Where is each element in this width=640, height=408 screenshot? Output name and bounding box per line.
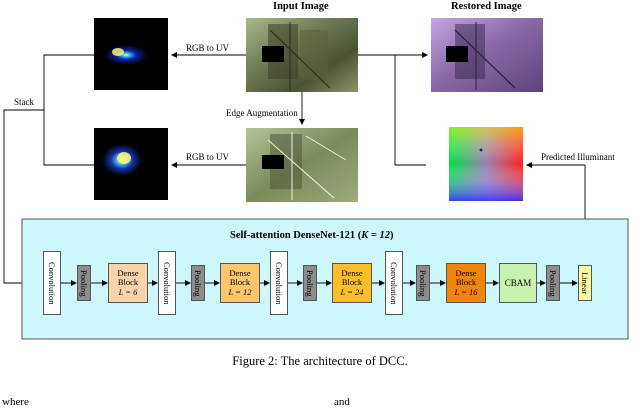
pool-label: Pooling [548, 269, 558, 297]
uv-histogram-top [94, 18, 168, 90]
predicted-illuminant-label: Predicted Illuminant [541, 152, 615, 162]
dense-block-text: Block [229, 277, 251, 288]
dense-block-text: L = 6 [118, 286, 138, 297]
uv-histogram-bottom [94, 128, 168, 200]
pool-block-4: Pooling [191, 265, 205, 301]
pool-block-7: Pooling [303, 265, 317, 301]
top-connectors [3, 52, 595, 284]
pool-label: Pooling [305, 269, 315, 297]
illuminant-color-map [449, 127, 523, 201]
conv-block-9: Convolution [385, 251, 403, 315]
dense-block-text: L = 12 [228, 286, 252, 297]
pool-block-10: Pooling [416, 265, 430, 301]
dense-block-text: Dense [455, 267, 477, 278]
input-image-title: Input Image [273, 1, 329, 12]
body-text-and: and [334, 396, 350, 408]
edge-augmentation-label: Edge Augmentation [226, 108, 298, 118]
dense-block-text: L = 24 [340, 286, 364, 297]
pool-label: Pooling [418, 269, 428, 297]
restored-image [431, 18, 543, 92]
stack-label: Stack [14, 97, 34, 107]
cbam-label: CBAM [504, 278, 532, 288]
figure-caption: Figure 2: The architecture of DCC. [232, 354, 408, 368]
conv-block-6: Convolution [270, 251, 288, 315]
cbam-block-12: CBAM [499, 263, 537, 303]
dense-block-text: Dense [341, 267, 363, 278]
conv-label: Convolution [162, 261, 172, 305]
linear-label: Linear [580, 271, 590, 295]
pool-block-1: Pooling [77, 265, 91, 301]
dense-block-text: Dense [229, 267, 251, 278]
conv-block-0: Convolution [43, 251, 61, 315]
rgb-to-uv-top-label: RGB to UV [186, 43, 230, 53]
rgb-to-uv-bottom-label: RGB to UV [186, 152, 230, 162]
body-text-where: where [2, 396, 29, 408]
dense-block-text: Block [455, 277, 477, 288]
conv-label: Convolution [389, 261, 399, 305]
linear-block-14: Linear [578, 265, 592, 301]
conv-label: Convolution [47, 261, 57, 305]
edge-augmented-image [246, 128, 358, 202]
input-image [246, 18, 358, 92]
pool-block-13: Pooling [546, 265, 560, 301]
dense-block-text: Block [341, 277, 363, 288]
conv-label: Convolution [274, 261, 284, 305]
pool-label: Pooling [193, 269, 203, 297]
restored-image-title: Restored Image [451, 1, 522, 12]
dense-block-text: Dense [117, 267, 139, 278]
pool-label: Pooling [79, 269, 89, 297]
conv-block-3: Convolution [158, 251, 176, 315]
dense-block-text: L = 16 [454, 286, 478, 297]
dense-block-text: Block [117, 277, 139, 288]
network-title: Self-attention DenseNet-121 (K = 12) [230, 230, 394, 241]
